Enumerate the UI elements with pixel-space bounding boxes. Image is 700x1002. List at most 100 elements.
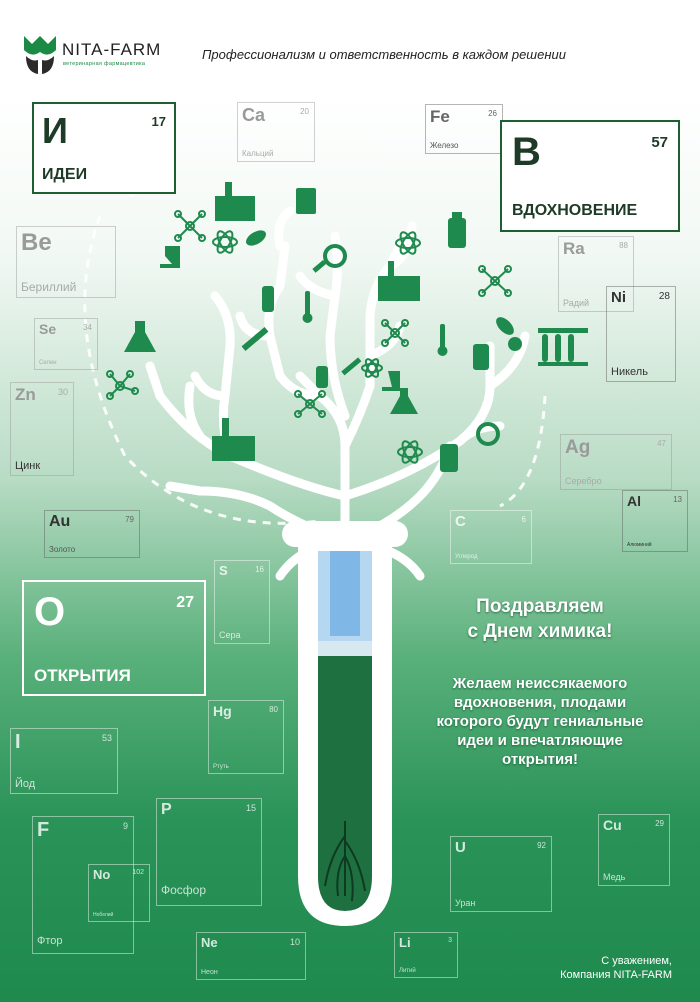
brand-name: NITA-FARM <box>62 40 162 59</box>
logo-leaf-icon <box>24 36 56 74</box>
element-number: 88 <box>619 241 628 250</box>
factory-icon <box>215 182 255 221</box>
element-symbol: Ne <box>201 935 218 950</box>
element-name: Медь <box>603 872 626 882</box>
element-number: 57 <box>651 134 668 151</box>
test-tube-rack-icon <box>538 328 588 333</box>
element-number: 17 <box>151 114 166 129</box>
element-name: Литий <box>399 968 416 974</box>
element-number: 9 <box>122 821 128 831</box>
element-tile-hg: Hg 80 Ртуть <box>208 700 284 774</box>
slogan: Профессионализм и ответственность в кажд… <box>202 47 566 62</box>
element-tile-inspiration: В 57 ВДОХНОВЕНИЕ <box>500 120 680 232</box>
bottle-icon <box>316 366 328 388</box>
element-name: ОТКРЫТИЯ <box>34 666 131 685</box>
element-number: 27 <box>176 594 194 611</box>
element-name: Золото <box>49 545 76 554</box>
magnifier-icon <box>476 422 500 446</box>
element-number: 16 <box>255 565 264 574</box>
element-tile-p: P 15 Фосфор <box>156 798 262 906</box>
thermometer-icon <box>305 291 310 316</box>
element-symbol: S <box>219 563 228 578</box>
element-tile-be: Be Бериллий <box>16 226 116 298</box>
greeting-line: Поздравляем <box>476 596 604 617</box>
wish-line: идеи и впечатляющие <box>457 732 623 749</box>
nita-farm-logo[interactable]: NITA-FARM ветеринарная фармацевтика <box>22 32 212 80</box>
element-tile-ra: Ra 88 Радий <box>558 236 634 312</box>
element-name: Бериллий <box>21 280 77 294</box>
element-tile-iodine: I 53 Йод <box>10 728 118 794</box>
element-name: Никель <box>611 366 648 378</box>
element-symbol: P <box>161 801 172 818</box>
element-symbol: Ag <box>565 437 591 458</box>
element-tile-u: U 92 Уран <box>450 836 552 912</box>
element-symbol: Zn <box>15 385 36 404</box>
tree-illustration <box>83 180 588 926</box>
pill-icon <box>246 230 266 246</box>
signature-line: Компания NITA-FARM <box>560 969 672 981</box>
element-number: 6 <box>521 515 526 524</box>
bottle-icon <box>440 444 458 472</box>
signature-line: С уважением, <box>601 955 672 967</box>
header: NITA-FARM ветеринарная фармацевтика Проф… <box>0 0 700 96</box>
element-name: Радий <box>563 298 590 308</box>
element-name: Ртуть <box>213 764 229 770</box>
element-name: Йод <box>15 778 36 790</box>
pill-icon <box>496 317 514 335</box>
element-tile-fe: Fe 26 Железо <box>425 104 503 154</box>
element-symbol: О <box>34 590 66 634</box>
element-symbol: Be <box>21 229 52 256</box>
poster: И 17 ИДЕИ Ca 20 Кальций Fe 26 Железо В 5… <box>0 96 700 1002</box>
atom-icon <box>395 231 421 255</box>
element-number: 13 <box>673 495 682 504</box>
element-tile-f: F 9 Фтор <box>32 816 134 954</box>
element-symbol: F <box>37 819 50 841</box>
element-tile-s: S 16 Сера <box>214 560 270 644</box>
clipboard-icon <box>296 188 316 214</box>
greeting-line: с Днем химика! <box>467 621 613 642</box>
factory-icon <box>378 261 420 301</box>
element-tile-se: Se 34 Селен <box>34 318 98 370</box>
element-number: 3 <box>448 937 452 944</box>
element-symbol: В <box>512 130 541 174</box>
element-symbol: Au <box>49 513 71 530</box>
element-tile-c: C 6 Углерод <box>450 510 532 564</box>
element-number: 28 <box>658 291 670 302</box>
element-name: Сера <box>219 630 241 640</box>
molecule-icon <box>106 370 139 400</box>
bottle-icon <box>262 286 274 312</box>
wish-text: Желаем неиссякаемого вдохновения, плодам… <box>400 674 680 769</box>
bottle-icon <box>448 218 466 248</box>
element-name: Кальций <box>242 149 274 158</box>
wish-line: вдохновения, плодами <box>453 694 627 711</box>
element-tile-ideas: И 17 ИДЕИ <box>32 102 176 194</box>
element-name: ВДОХНОВЕНИЕ <box>512 202 638 219</box>
element-name: Фтор <box>37 935 63 947</box>
molecule-icon <box>174 210 206 242</box>
element-tile-au: Au 79 Золото <box>44 510 140 558</box>
syringe-icon <box>341 357 362 376</box>
molecule-icon <box>478 265 512 297</box>
wish-line: открытия! <box>502 751 578 768</box>
element-symbol: U <box>455 839 466 856</box>
element-symbol: C <box>455 513 466 530</box>
wish-line: Желаем неиссякаемого <box>452 675 628 692</box>
molecule-icon <box>294 390 326 418</box>
element-number: 26 <box>488 109 497 118</box>
microscope-icon <box>382 371 400 391</box>
element-number: 47 <box>657 439 666 448</box>
element-tile-ca: Ca 20 Кальций <box>237 102 315 162</box>
greeting-title: Поздравляем с Днем химика! <box>420 594 660 644</box>
element-tile-ag: Ag 47 Серебро <box>560 434 672 490</box>
element-number: 15 <box>245 803 256 813</box>
element-name: Неон <box>201 969 218 976</box>
element-name: Цинк <box>15 460 41 472</box>
molecule-icon <box>381 319 409 347</box>
element-tile-ne: Ne 10 Неон <box>196 932 306 980</box>
element-name: Железо <box>430 141 459 150</box>
element-name: Нобелий <box>93 912 114 918</box>
magnifier-icon <box>323 244 347 268</box>
element-tile-discoveries: О 27 ОТКРЫТИЯ <box>22 580 206 696</box>
element-symbol: Ni <box>611 289 626 306</box>
bottle-icon <box>473 344 489 370</box>
